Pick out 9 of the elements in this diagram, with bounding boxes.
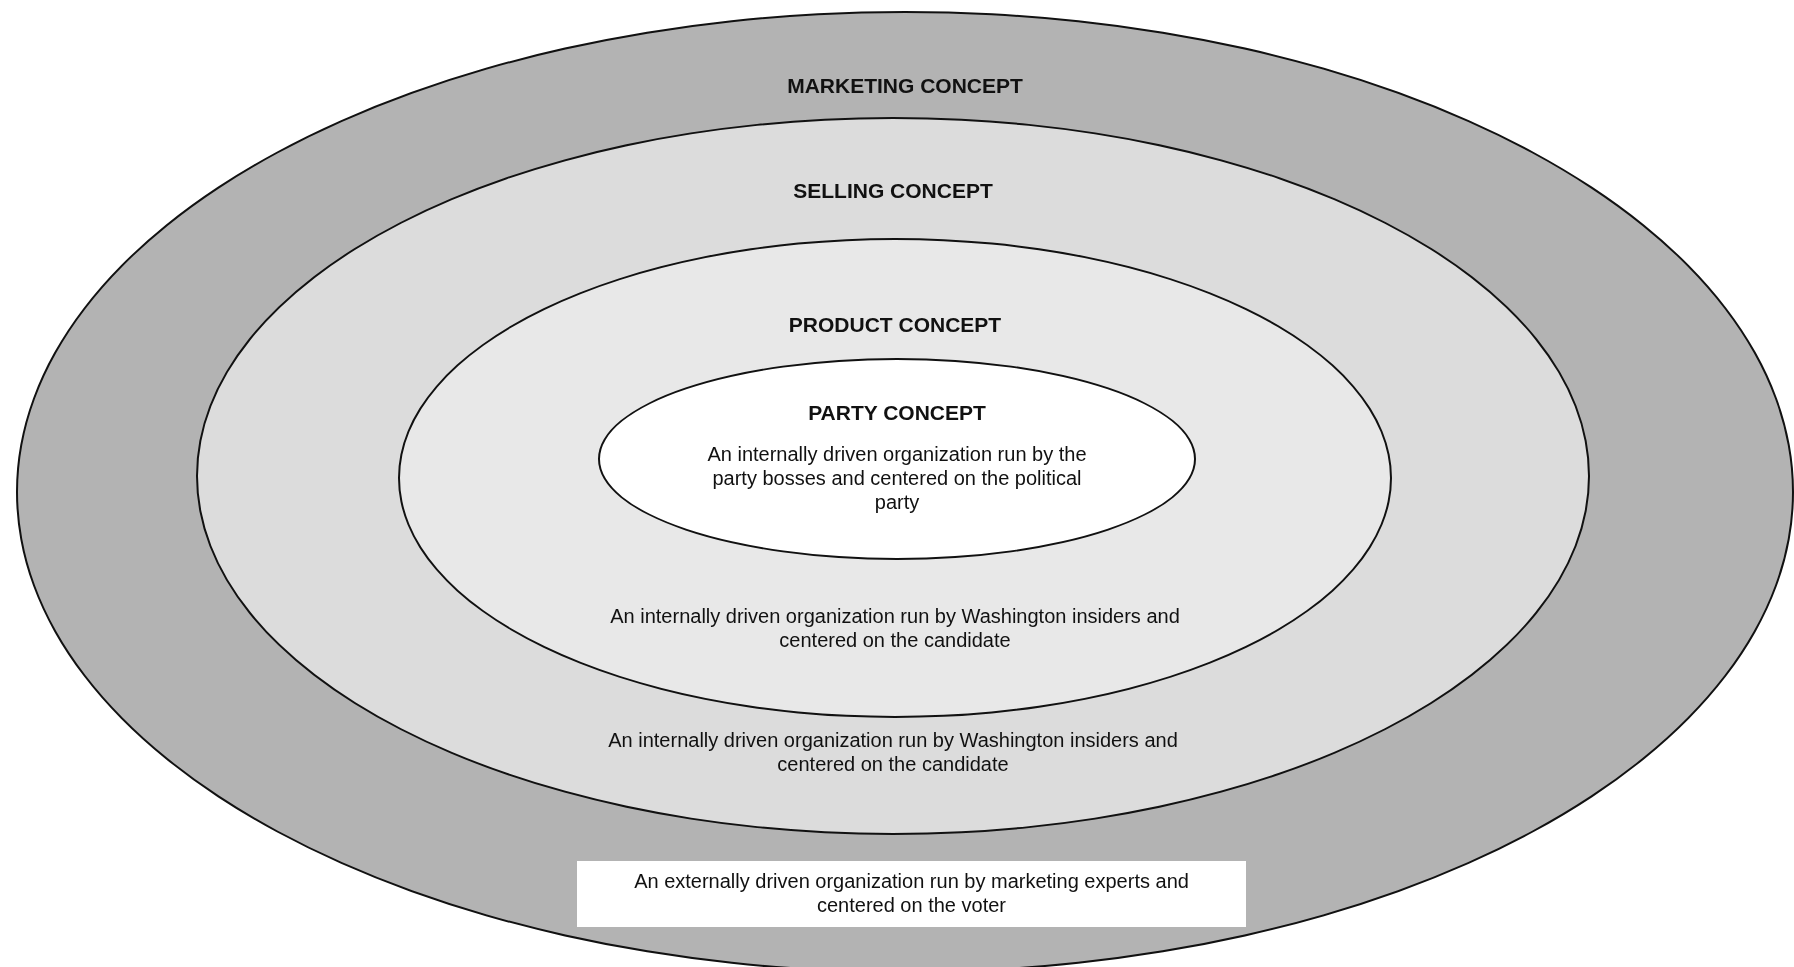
- concept-heading: PRODUCT CONCEPT: [787, 312, 1003, 338]
- concept-description: An externally driven organization run by marketing experts and centered on the voter: [633, 869, 1190, 917]
- concept-description: An internally driven organization run by Washington insiders and centered on the candidate: [609, 604, 1181, 652]
- concept-description: An internally driven organization run by Washington insiders and centered on the candidate: [607, 728, 1179, 776]
- text-panel: [577, 861, 1246, 927]
- concept-description: An internally driven organization run by the party bosses and centered on the political party: [706, 442, 1088, 514]
- concept-heading: MARKETING CONCEPT: [786, 73, 1024, 99]
- concept-heading: SELLING CONCEPT: [792, 178, 994, 204]
- concept-heading: PARTY CONCEPT: [807, 400, 987, 426]
